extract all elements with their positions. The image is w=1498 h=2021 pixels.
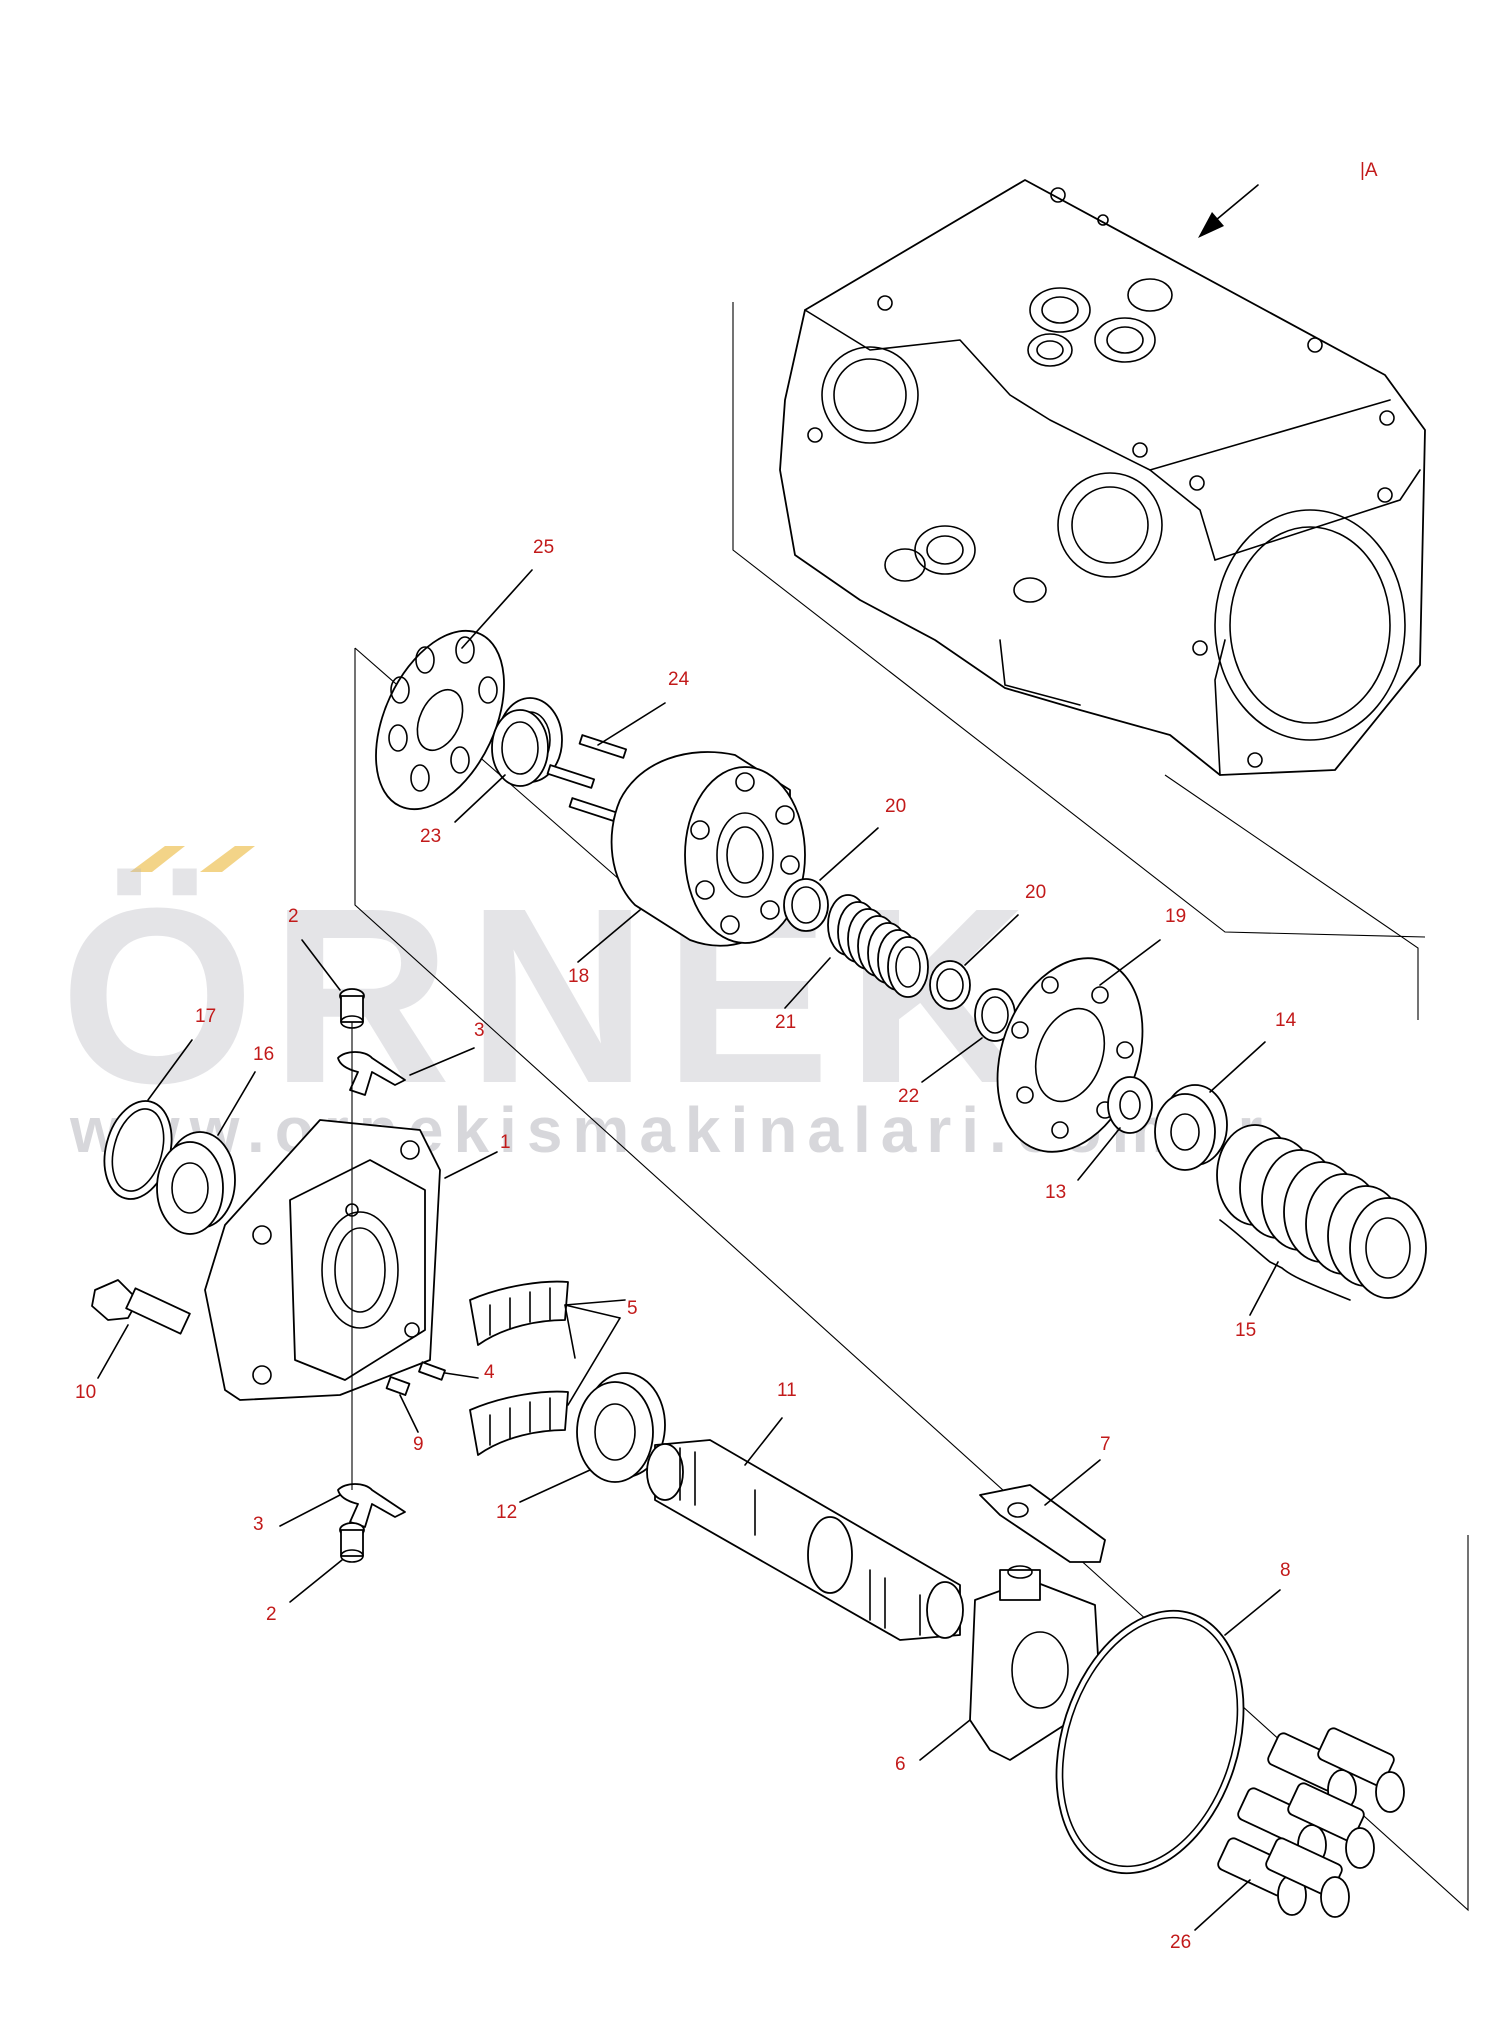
callout-label: 17	[195, 1006, 216, 1027]
callout-label: 20	[885, 796, 906, 817]
callout-label: 1	[500, 1132, 511, 1153]
callout-label: 25	[533, 537, 554, 558]
washer	[1107, 1076, 1153, 1134]
callout-label: 21	[775, 1012, 796, 1033]
leader-lines	[97, 569, 1281, 1931]
callout-label: 6	[895, 1754, 906, 1775]
callout-label: 10	[75, 1382, 96, 1403]
retainer-plate	[996, 957, 1144, 1153]
hex-bolt	[91, 1279, 191, 1335]
retaining-ring-inner	[981, 996, 1009, 1034]
drive-shaft	[646, 1439, 964, 1641]
view-frame	[732, 302, 1426, 938]
callout-label: 2	[288, 906, 299, 927]
callout-label: 18	[568, 966, 589, 987]
callout-label: 14	[1275, 1010, 1297, 1031]
callout-labels: 25 24 23 20 20 19 18 21 22 14 13 15 2 3 …	[75, 537, 1297, 1953]
callout-label: 13	[1045, 1182, 1066, 1203]
retaining-clip-bottom	[337, 1483, 406, 1528]
callout-label: 9	[413, 1434, 424, 1455]
o-ring	[1055, 1609, 1245, 1875]
callout-label: 22	[898, 1086, 919, 1107]
watermark-brand: ÖRNEK	[60, 856, 1043, 1135]
callout-label: 3	[474, 1020, 485, 1041]
assembly-frame	[354, 648, 1469, 1912]
center-spring	[827, 894, 929, 998]
ball-bearing	[576, 1372, 666, 1483]
snap-ring	[783, 878, 829, 932]
bearing-shells	[469, 1280, 569, 1456]
callout-label: 8	[1280, 1560, 1291, 1581]
callout-label: 23	[420, 826, 441, 847]
needle-bearing	[491, 697, 563, 787]
spring-pin	[385, 1376, 411, 1396]
callout-label: 26	[1170, 1932, 1191, 1953]
callout-label: 19	[1165, 906, 1186, 927]
dowel-pin	[418, 1361, 446, 1381]
snap-ring	[929, 960, 971, 1010]
pins	[546, 734, 628, 822]
lever-key	[979, 1484, 1106, 1563]
callout-label: 5	[627, 1298, 638, 1319]
valve-plate	[375, 629, 505, 811]
callout-label: 15	[1235, 1320, 1256, 1341]
o-ring-inner	[1061, 1616, 1239, 1868]
assembly-frame-right	[1164, 774, 1419, 1020]
view-arrow-icon	[1198, 184, 1259, 238]
callout-label: 20	[1025, 882, 1046, 903]
pivot-pin-top	[339, 988, 365, 1029]
callout-label: 11	[777, 1380, 797, 1401]
pistons	[1217, 1727, 1405, 1918]
callout-label: 4	[484, 1362, 495, 1383]
pump-housing	[779, 179, 1426, 776]
callout-label: 12	[496, 1502, 517, 1523]
callout-label: 7	[1100, 1434, 1111, 1455]
callout-label: 2	[266, 1604, 277, 1625]
cylinder-block	[610, 751, 806, 947]
oil-seal	[156, 1131, 236, 1235]
callout-label: 3	[253, 1514, 264, 1535]
callout-label: 24	[668, 669, 690, 690]
view-label: |A	[1360, 160, 1378, 181]
watermark: ÖRNEK www.ornekismakinalari.com.tr	[60, 846, 1262, 1166]
washer-inner	[1119, 1090, 1141, 1120]
callout-label: 16	[253, 1044, 274, 1065]
spring-seat	[1154, 1084, 1228, 1171]
watermark-accent-right	[200, 846, 255, 872]
watermark-accent-left	[130, 846, 185, 872]
snap-ring-inner	[791, 886, 821, 924]
spring-pack	[1216, 1124, 1427, 1301]
swash-housing	[204, 1119, 441, 1401]
pivot-pin-bottom	[339, 1522, 365, 1563]
snap-ring-inner	[936, 968, 964, 1002]
